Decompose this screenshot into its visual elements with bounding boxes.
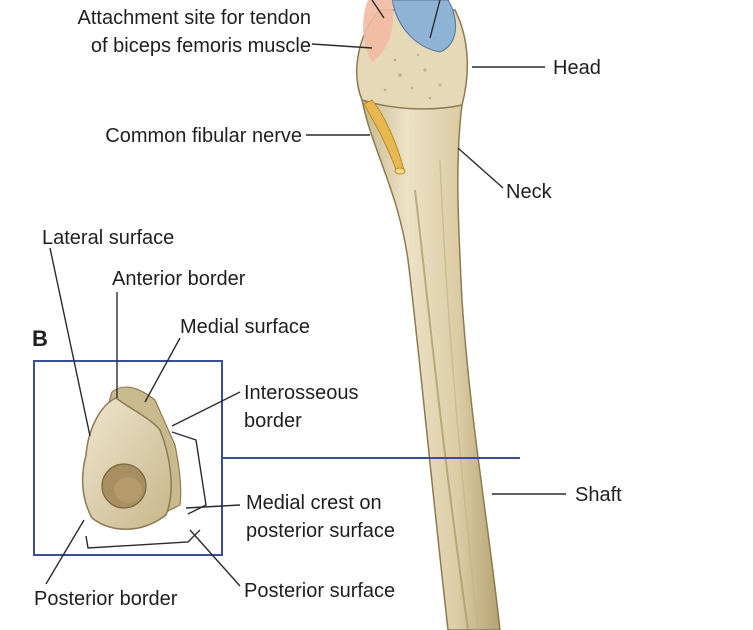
shaft-ridge	[414, 189, 469, 630]
head-texture	[383, 53, 442, 100]
label-attachment-line2: of biceps femoris muscle	[91, 35, 311, 57]
label-interosseous-line2: border	[244, 410, 302, 432]
label-neck: Neck	[506, 181, 553, 203]
posterior-surface-bracket	[85, 529, 201, 549]
label-shaft: Shaft	[575, 484, 622, 506]
label-common-fibular-nerve: Common fibular nerve	[105, 125, 302, 147]
labels: Attachment site for tendon of biceps fem…	[34, 7, 622, 610]
leader-medial-crest	[185, 504, 241, 509]
leader-interosseous	[171, 391, 241, 427]
label-interosseous-line1: Interosseous	[244, 382, 359, 404]
panel-label: B	[32, 326, 48, 351]
nerve-end	[394, 167, 406, 175]
tendon-attachment-site	[363, 0, 394, 62]
marrow-highlight	[114, 477, 142, 503]
bone-cross-section	[81, 386, 182, 530]
label-medial-crest-line2: posterior surface	[246, 520, 395, 542]
interosseous-bracket	[171, 431, 207, 515]
leader-attachment-top	[371, 0, 385, 19]
articular-facet	[391, 0, 457, 53]
leader-lines	[45, 0, 566, 587]
label-posterior-surface: Posterior surface	[244, 580, 395, 602]
leader-neck	[457, 147, 504, 189]
leader-lateral-surface	[49, 247, 91, 437]
leader-posterior-surface	[189, 529, 241, 587]
fibula-bone	[356, 0, 501, 630]
label-anterior-border: Anterior border	[112, 268, 246, 290]
label-posterior-border: Posterior border	[34, 588, 178, 610]
leader-medial-surface	[144, 337, 181, 403]
shaft-ridge-2	[439, 159, 479, 630]
label-attachment-line1: Attachment site for tendon	[78, 7, 311, 29]
leader-attachment	[311, 43, 373, 49]
label-lateral-surface: Lateral surface	[42, 227, 174, 249]
label-medial-crest-line1: Medial crest on	[246, 492, 382, 514]
leader-facet	[429, 0, 441, 39]
leader-posterior-border	[45, 519, 85, 585]
label-head: Head	[553, 57, 601, 79]
label-medial-surface: Medial surface	[180, 316, 310, 338]
